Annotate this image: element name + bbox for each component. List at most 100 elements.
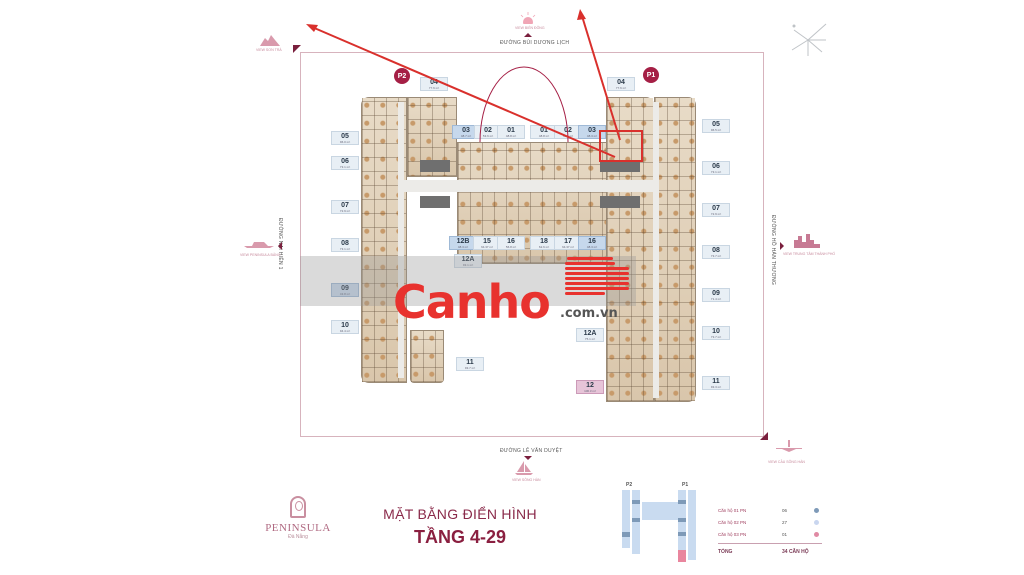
plan-title-floors: TẦNG 4-29: [413, 527, 507, 547]
view-label-son-tra: VIEW SƠN TRÀ: [256, 48, 282, 52]
lift-core: [600, 160, 640, 172]
road-label-east: ĐƯỜNG HỒ HÁN THƯƠNG: [770, 215, 776, 286]
pin-p1[interactable]: P1: [643, 67, 659, 83]
unit-area: 62.6 m²: [538, 245, 550, 249]
unit-area: 77.6 m²: [615, 86, 627, 90]
road-direction-marker: [524, 456, 532, 460]
unit-area: 77.6 m²: [428, 86, 440, 90]
unit-number: 10: [712, 328, 720, 335]
keymap-unit-block: [632, 518, 640, 522]
unit-area: 73.1 m²: [339, 247, 351, 251]
unit-number: 07: [341, 202, 349, 209]
keymap-unit-block: [678, 518, 686, 522]
unit-number: 01: [507, 127, 515, 134]
unit-number: 06: [712, 163, 720, 170]
keymap-unit-block: [678, 532, 686, 536]
view-label-west: VIEW PENINSULA BẢNG: [240, 253, 281, 257]
unit-number: 12A: [461, 256, 475, 263]
unit-number: 16: [507, 238, 515, 245]
keymap-unit-block: [622, 490, 630, 548]
view-label-cau-song-han: VIEW CẦU SÔNG HÀN: [768, 460, 805, 464]
peninsula-logo-icon: [290, 496, 306, 518]
unit-area: 73.7 m²: [710, 335, 722, 339]
legend-divider: [718, 543, 822, 544]
legend-cnt: 01: [782, 531, 788, 537]
unit-number: 12A: [583, 330, 597, 337]
unit-area: 73.1 m²: [339, 165, 351, 169]
unit-area: 106.3 m²: [584, 389, 596, 393]
unit-number: 03: [588, 127, 596, 134]
city-view-icon: [794, 234, 820, 248]
unit-number: 08: [712, 247, 720, 254]
keymap-unit-block: [622, 532, 630, 537]
road-direction-marker: [278, 242, 282, 250]
unit-area: 94.4 m²: [339, 329, 351, 333]
keymap-unit-block: [678, 500, 686, 504]
view-label-bien-dong: VIEW BIỂN ĐÔNG: [515, 26, 545, 30]
compass-icon: [791, 23, 827, 56]
building-wing-east: [654, 97, 696, 402]
unit-number: 12B: [456, 238, 470, 245]
unit-area: 43.8 m²: [339, 292, 351, 296]
unit-area: 96.0 m²: [339, 140, 351, 144]
legend-lbl: Căn hộ 01 PN: [718, 507, 747, 513]
unit-number: 07: [712, 205, 720, 212]
road-label-south: ĐƯỜNG LÊ VĂN DUYỆT: [500, 448, 563, 454]
mountain-view-icon: [260, 35, 280, 46]
arrowhead-icon: [577, 9, 586, 20]
keymap-unit-block: [678, 550, 686, 562]
unit-number: 11: [712, 378, 720, 385]
legend-swatch: [814, 507, 819, 513]
road-label-north: ĐƯỜNG BÙI DƯƠNG LỊCH: [500, 40, 570, 46]
plan-title: MẶT BẰNG ĐIỂN HÌNH TẦNG 4-29: [380, 506, 540, 548]
keymap-unit-block: [688, 490, 696, 560]
watermark-brand: Canho: [393, 275, 551, 329]
unit-number: 10: [341, 322, 349, 329]
unit-number: 16: [588, 238, 596, 245]
road-direction-marker: [780, 242, 784, 250]
pin-p2[interactable]: P2: [394, 68, 410, 84]
sunrise-view-icon: [520, 12, 536, 24]
view-label-city-center: VIEW TRUNG TÂM THÀNH PHỐ: [783, 252, 836, 256]
site-corner-marker: [760, 432, 768, 440]
corridor: [398, 102, 404, 378]
unit-number: 08: [341, 240, 349, 247]
lift-core: [600, 196, 640, 208]
legend-lbl: Căn hộ 02 PN: [718, 519, 747, 525]
corridor: [404, 180, 654, 192]
unit-area: 48.8 m²: [505, 134, 517, 138]
unit-number: 04: [617, 79, 625, 86]
bridge-view-icon: [776, 440, 802, 452]
floor-keymap: P2 P1: [618, 482, 700, 562]
unit-area: 64.37 m²: [562, 245, 574, 249]
unit-number: 09: [341, 285, 349, 292]
unit-area: 75.1 m²: [584, 337, 596, 341]
keymap-unit-block: [632, 490, 640, 554]
